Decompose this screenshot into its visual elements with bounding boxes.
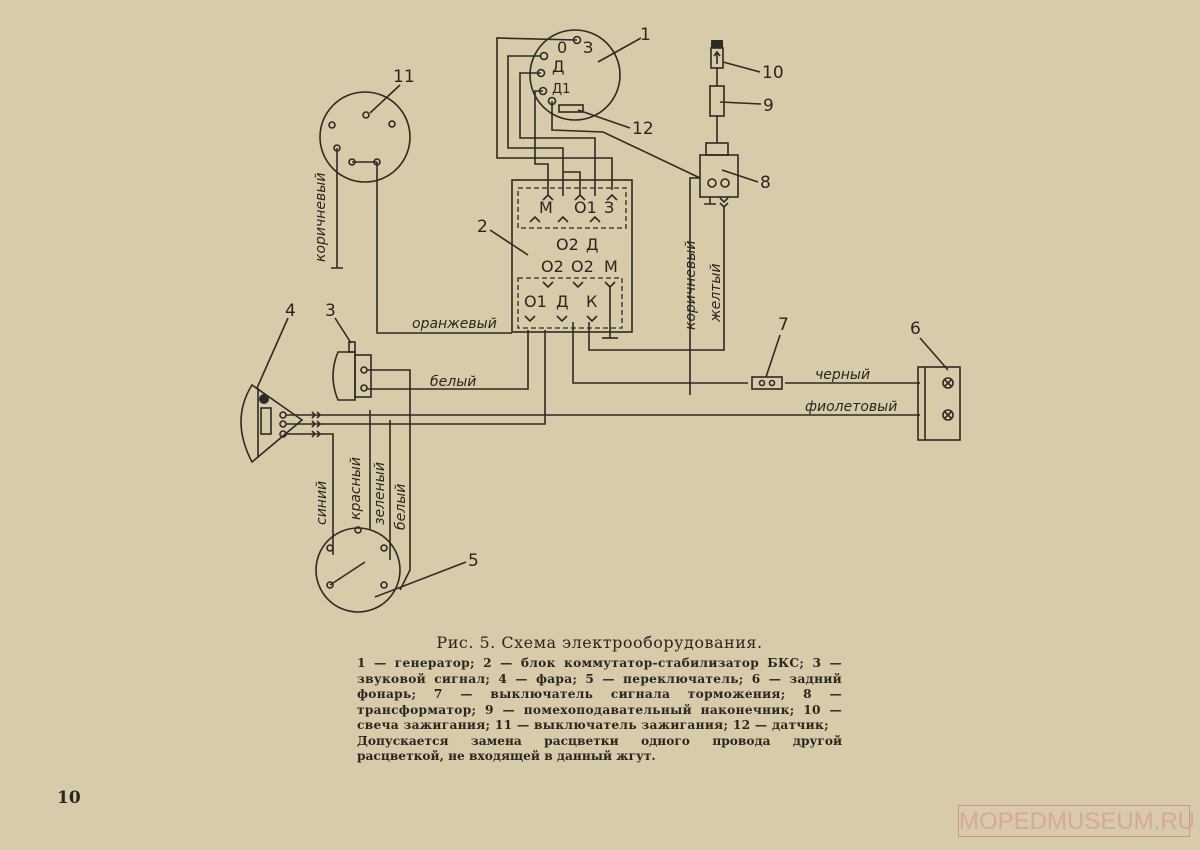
rear-light xyxy=(917,366,961,441)
spark-plug xyxy=(710,40,724,69)
wire-label-black: черный xyxy=(815,367,870,383)
watermark: MOPEDMUSEUM.RU xyxy=(958,805,1195,837)
block-terminal-z: З xyxy=(604,198,614,217)
callout-7: 7 xyxy=(778,315,789,335)
block-terminal-o1: O1 xyxy=(524,292,547,311)
callout-9: 9 xyxy=(763,96,774,116)
wire-label-red: красный xyxy=(348,457,364,520)
transformer xyxy=(699,142,739,209)
terminal-z: З xyxy=(583,38,593,57)
figure-note: Допускается замена расцветки одного пров… xyxy=(357,733,842,764)
terminal-d: Д xyxy=(552,57,565,76)
block-terminal-m: М xyxy=(539,198,553,217)
wire-label-green: зеленый xyxy=(372,462,388,525)
callout-10: 10 xyxy=(762,63,784,83)
block-terminal-o2: O2 xyxy=(541,257,564,276)
terminal-d1: Д1 xyxy=(552,82,570,97)
callout-2: 2 xyxy=(477,217,488,237)
suppressor-cap xyxy=(709,85,725,117)
commutator-block: М O1 З O2 Д O2 O2 М O1 Д К xyxy=(511,179,633,339)
horn xyxy=(332,341,372,401)
wire-label-brown-left: коричневый xyxy=(313,173,329,262)
generator: 0 З Д Д1 xyxy=(529,29,621,121)
callout-12: 12 xyxy=(632,119,654,139)
wire-label-orange: оранжевый xyxy=(412,316,497,332)
block-terminal-o2: O2 xyxy=(571,257,594,276)
block-terminal-d: Д xyxy=(586,235,599,254)
callout-11: 11 xyxy=(393,67,415,87)
callout-4: 4 xyxy=(285,301,296,321)
figure-caption: Рис. 5. Схема электрооборудования. 1 — г… xyxy=(357,633,842,765)
terminal-0: 0 xyxy=(557,38,567,57)
page-number: 10 xyxy=(57,788,81,808)
block-terminal-k: К xyxy=(586,292,598,311)
wire-label-brown-right: коричневый xyxy=(683,241,699,330)
wire-label-violet: фиолетовый xyxy=(805,399,897,415)
wire-label-blue: синий xyxy=(314,481,330,525)
callout-3: 3 xyxy=(325,301,336,321)
figure-legend: 1 — генератор; 2 — блок коммутатор-стаби… xyxy=(357,656,842,732)
brake-switch xyxy=(751,376,783,390)
wire-label-white-horn: белый xyxy=(430,374,476,390)
light-switch xyxy=(315,526,401,613)
callout-1: 1 xyxy=(640,25,651,45)
block-terminal-o2: O2 xyxy=(556,235,579,254)
callout-5: 5 xyxy=(468,551,479,571)
wire-label-yellow: желтый xyxy=(708,264,724,323)
callout-8: 8 xyxy=(760,173,771,193)
callout-6: 6 xyxy=(910,319,921,339)
block-terminal-o1: O1 xyxy=(574,198,597,217)
ignition-switch xyxy=(319,91,411,183)
block-terminal-d: Д xyxy=(556,292,569,311)
block-terminal-m: М xyxy=(604,257,618,276)
headlamp xyxy=(240,383,304,464)
wire-label-white-switch: белый xyxy=(393,484,409,530)
figure-title: Рис. 5. Схема электрооборудования. xyxy=(436,633,763,652)
